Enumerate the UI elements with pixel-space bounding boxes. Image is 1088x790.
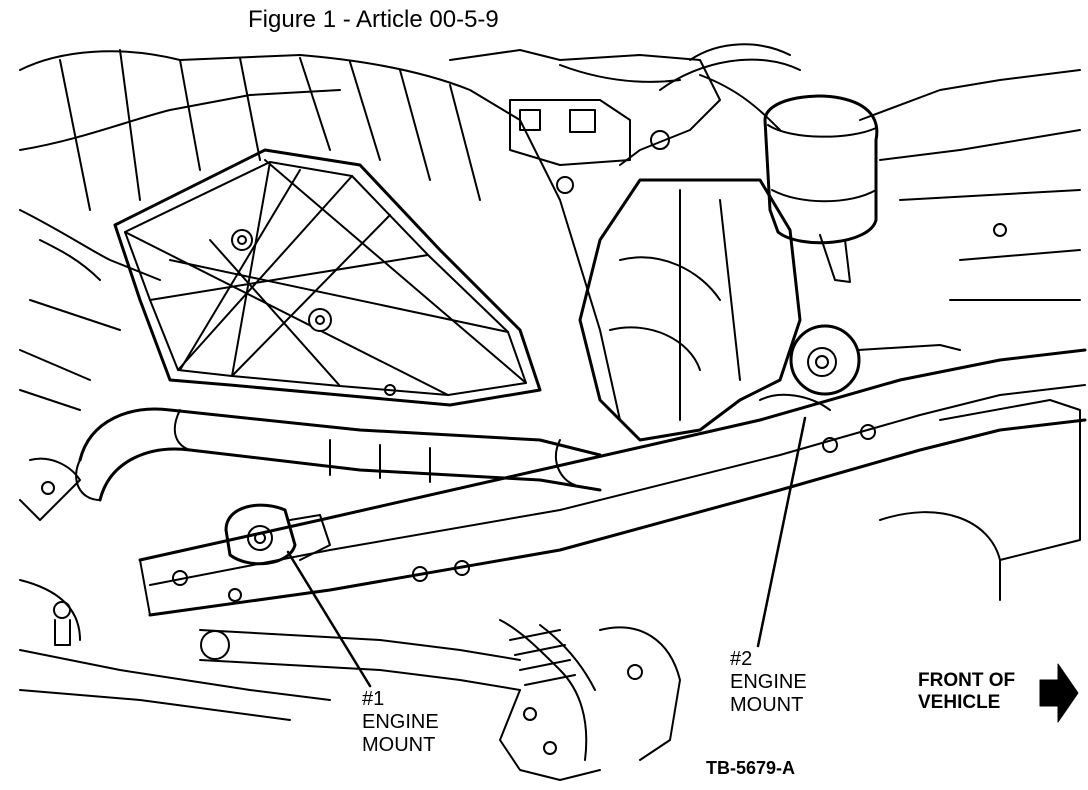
mount-2-line1: ENGINE <box>730 671 807 693</box>
leader-lines <box>286 416 807 688</box>
steering-gear <box>199 619 681 781</box>
arrow-right-icon <box>1039 663 1079 723</box>
oil-filter <box>763 94 879 283</box>
engine-mount-1-callout: #1 ENGINE MOUNT <box>362 688 439 757</box>
front-line1: FRONT OF <box>918 670 1016 691</box>
mount-1-leader-line <box>286 550 372 688</box>
figure-title: Figure 1 - Article 00-5-9 <box>248 6 499 33</box>
mount-1-line2: MOUNT <box>362 734 436 756</box>
transmission-housing <box>19 49 621 421</box>
right-frame <box>859 69 1081 601</box>
engine-mount-2-callout: #2 ENGINE MOUNT <box>730 648 807 717</box>
mount-2-number: #2 <box>730 648 753 670</box>
mount-2-line2: MOUNT <box>730 694 804 716</box>
mount-2-leader-line <box>756 416 807 648</box>
mount-1-number: #1 <box>362 688 385 710</box>
front-of-vehicle-label: FRONT OF VEHICLE <box>918 670 1015 714</box>
front-line2: VEHICLE <box>918 691 1001 713</box>
engine-mount-2-drawing <box>759 324 961 411</box>
oil-pan <box>113 148 542 407</box>
upper-bracket <box>449 43 801 194</box>
front-subframe-crossmember <box>138 348 1087 617</box>
exhaust-pipe <box>19 407 602 521</box>
drawing-code: TB-5679-A <box>706 758 796 778</box>
engine-mount-1-drawing <box>224 503 331 566</box>
heat-shield <box>578 178 802 442</box>
left-lower-frame <box>19 579 331 721</box>
mount-1-line1: ENGINE <box>362 711 439 733</box>
